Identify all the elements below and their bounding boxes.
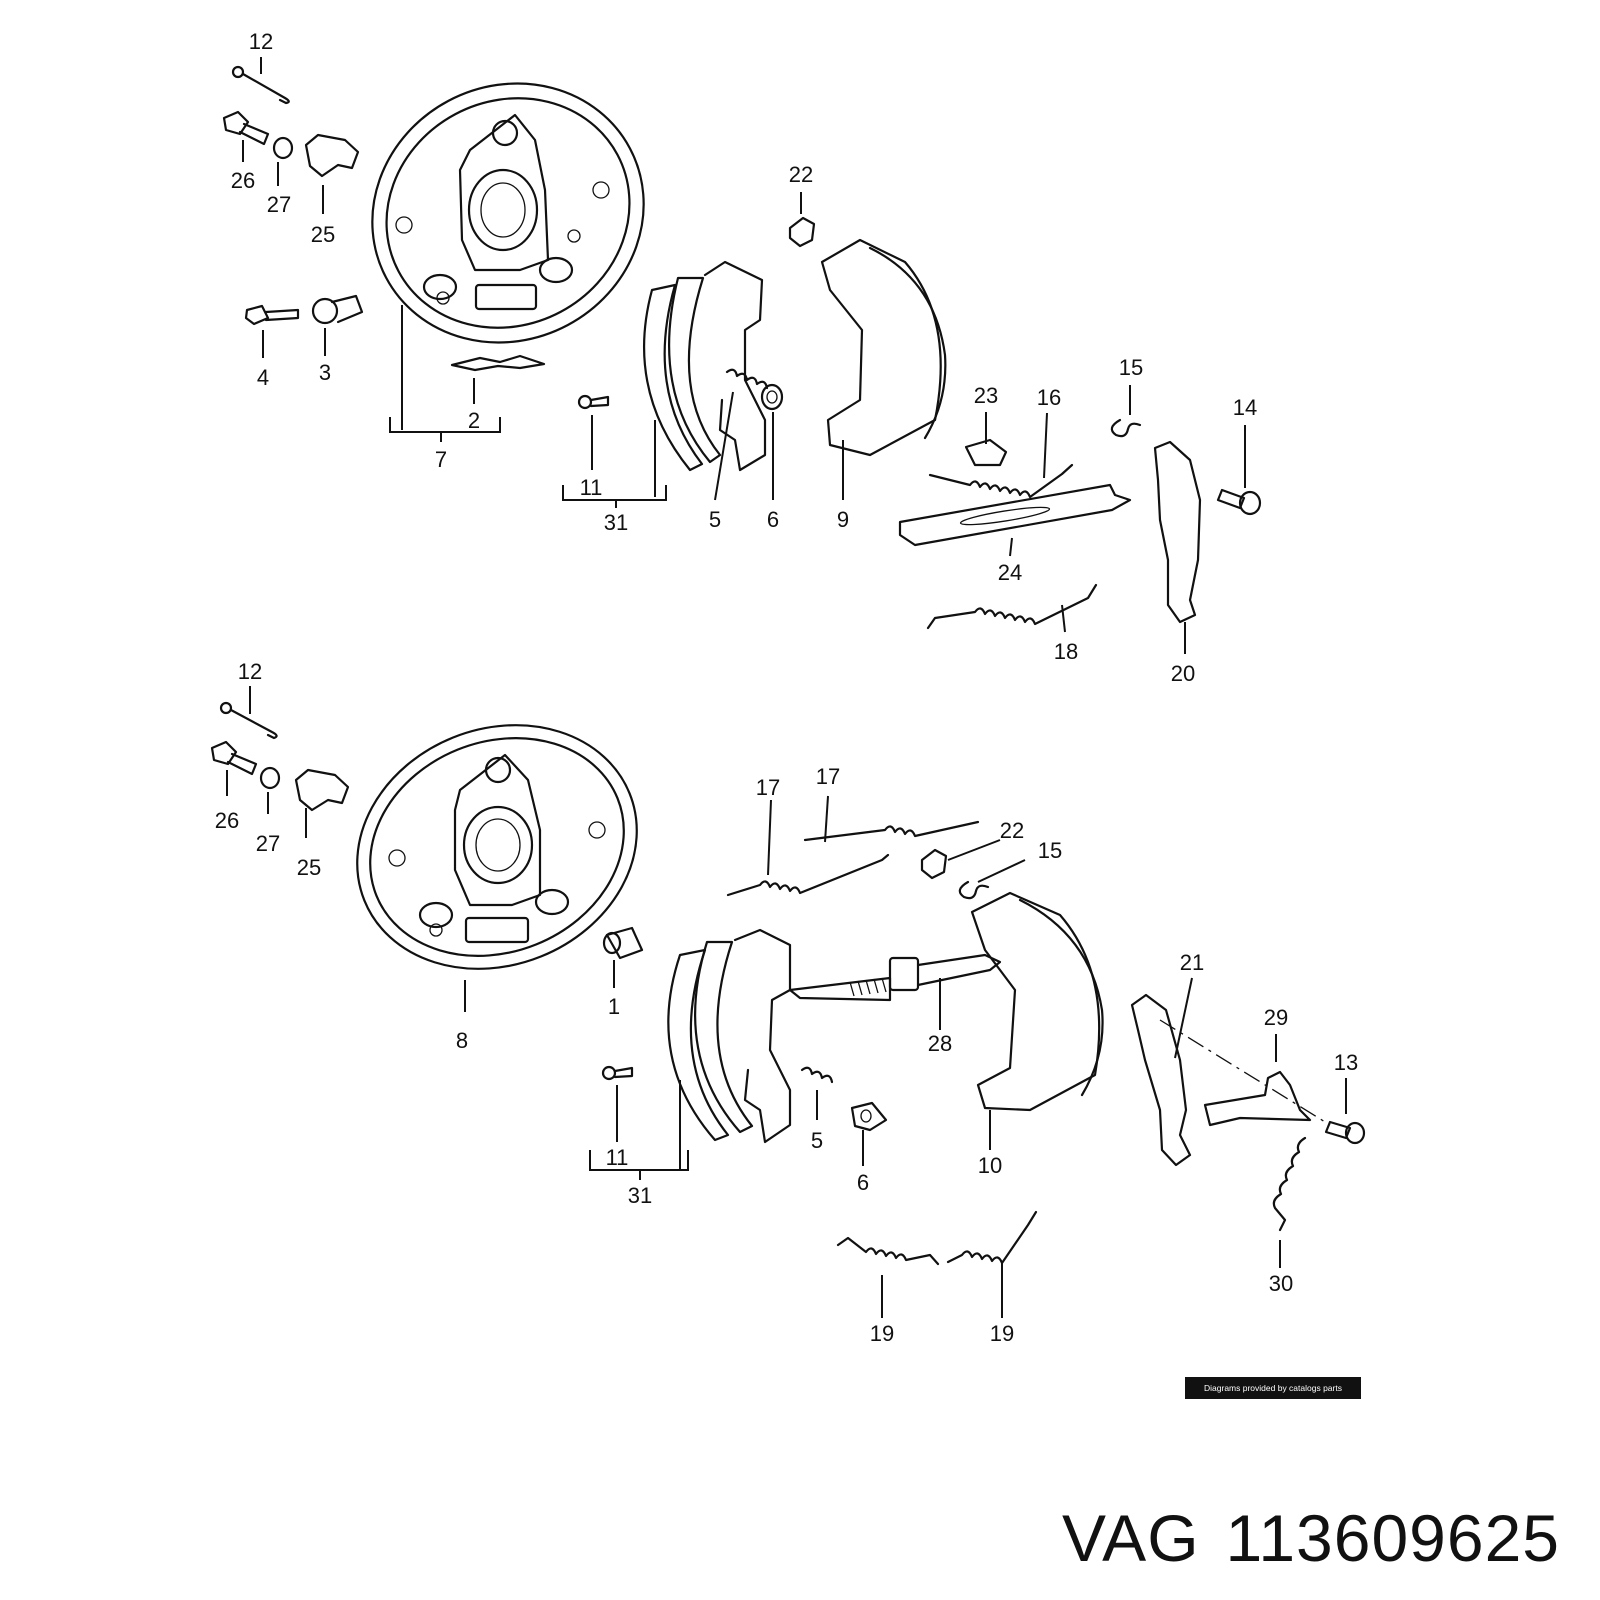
spring-17b-lower xyxy=(803,820,980,842)
cylinder-1-lower xyxy=(602,926,644,960)
callout-27-upper: 27 xyxy=(267,192,291,217)
upper-leader-lines xyxy=(242,57,1246,654)
spring-5-lower xyxy=(800,1066,834,1084)
bolt-14-upper xyxy=(1216,488,1262,516)
callout-22-upper: 22 xyxy=(789,162,813,187)
spring-18-upper xyxy=(926,583,1098,630)
part-number: 113609625 xyxy=(1225,1501,1560,1575)
callout-5-lower: 5 xyxy=(811,1128,823,1153)
spring-19a-lower xyxy=(836,1236,940,1266)
adjuster-28-lower xyxy=(788,953,1002,1002)
callout-12-upper: 12 xyxy=(249,29,273,54)
callout-21-lower: 21 xyxy=(1180,950,1204,975)
callout-9-upper: 9 xyxy=(837,507,849,532)
callout-8-lower: 8 xyxy=(456,1028,468,1053)
callout-19b-lower: 19 xyxy=(990,1321,1014,1346)
callout-31-upper: 31 xyxy=(604,510,628,535)
clip-15-lower xyxy=(958,880,990,900)
callout-18-upper: 18 xyxy=(1054,639,1078,664)
spring-30-lower xyxy=(1272,1136,1307,1232)
callout-30-lower: 30 xyxy=(1269,1271,1293,1296)
callout-14-upper: 14 xyxy=(1233,395,1257,420)
callout-5-upper: 5 xyxy=(709,507,721,532)
spring-17a-lower xyxy=(726,853,890,897)
callout-24-upper: 24 xyxy=(998,560,1022,585)
lower-callouts: 12 26 27 25 8 1 17 17 22 15 11 31 5 6 28… xyxy=(215,659,1358,1346)
callout-29-lower: 29 xyxy=(1264,1005,1288,1030)
part-caption: VAG 113609625 xyxy=(1062,1500,1560,1576)
clip-22-lower xyxy=(920,848,948,880)
callout-17a-lower: 17 xyxy=(756,775,780,800)
callout-23-upper: 23 xyxy=(974,383,998,408)
callout-26-upper: 26 xyxy=(231,168,255,193)
strut-24-upper xyxy=(898,483,1132,547)
callout-22-lower: 22 xyxy=(1000,818,1024,843)
clip-22-upper xyxy=(788,216,816,248)
pin-11-upper xyxy=(577,394,610,410)
lower-assembly: 12 26 27 25 8 1 17 17 22 15 11 31 5 6 28… xyxy=(210,659,1366,1346)
lever-20-upper xyxy=(1153,440,1202,624)
upper-callouts: 12 26 27 25 4 3 2 7 22 11 31 5 6 9 23 16… xyxy=(231,29,1257,686)
callout-11-upper: 11 xyxy=(580,475,603,500)
plate-2-upper xyxy=(450,354,546,372)
bolt-26-upper xyxy=(222,110,270,146)
callout-19a-lower: 19 xyxy=(870,1321,894,1346)
spring-19b-lower xyxy=(946,1210,1038,1265)
bracket-25-lower xyxy=(294,768,350,812)
bolt-13-lower xyxy=(1324,1120,1366,1145)
callout-16-upper: 16 xyxy=(1037,385,1061,410)
lower-leader-lines xyxy=(226,686,1347,1318)
callout-15-upper: 15 xyxy=(1119,355,1143,380)
spring-16-upper xyxy=(928,463,1074,499)
upper-assembly: 12 26 27 25 4 3 2 7 22 11 31 5 6 9 23 16… xyxy=(222,29,1262,686)
cotter-pin-lower xyxy=(219,701,278,740)
washer-27-lower xyxy=(259,766,281,790)
shoe-31-lower xyxy=(667,928,792,1144)
diagram-credit-banner: Diagrams provided by catalogs parts xyxy=(1185,1377,1361,1399)
callout-25-upper: 25 xyxy=(311,222,335,247)
cap-6-upper xyxy=(760,383,784,411)
callout-31-lower: 31 xyxy=(628,1183,652,1208)
spring-5-upper xyxy=(725,368,769,390)
bracket-25-upper xyxy=(304,133,360,178)
callout-10-lower: 10 xyxy=(978,1153,1002,1178)
callout-26-lower: 26 xyxy=(215,808,239,833)
callout-12-lower: 12 xyxy=(238,659,262,684)
callout-4-upper: 4 xyxy=(257,365,269,390)
brand-name: VAG xyxy=(1062,1501,1200,1575)
cap-6-lower xyxy=(850,1101,888,1132)
backing-plate-upper xyxy=(371,82,645,344)
washer-27-upper xyxy=(272,136,294,160)
callout-2-upper: 2 xyxy=(468,408,480,433)
lever-21-lower xyxy=(1130,993,1192,1167)
callout-25-lower: 25 xyxy=(297,855,321,880)
shoe-31-upper xyxy=(643,260,767,472)
callout-6-upper: 6 xyxy=(767,507,779,532)
adjuster-3-upper xyxy=(311,294,364,325)
dashed-axis-lower xyxy=(1159,1019,1331,1126)
callout-28-lower: 28 xyxy=(928,1031,952,1056)
shoe-9-upper xyxy=(820,238,947,457)
callout-6-lower: 6 xyxy=(857,1170,869,1195)
shoe-10-lower xyxy=(970,891,1104,1112)
bleeder-4-upper xyxy=(244,304,300,326)
callout-7-upper: 7 xyxy=(435,447,447,472)
backing-plate-lower xyxy=(356,724,638,970)
callout-27-lower: 27 xyxy=(256,831,280,856)
callout-15-lower: 15 xyxy=(1038,838,1062,863)
bolt-26-lower xyxy=(210,740,258,776)
bracket-29-lower xyxy=(1203,1070,1312,1127)
pin-11-lower xyxy=(601,1065,634,1081)
cotter-pin-upper xyxy=(231,65,290,105)
callout-1-lower: 1 xyxy=(608,994,620,1019)
callout-3-upper: 3 xyxy=(319,360,331,385)
callout-11-lower: 11 xyxy=(606,1145,629,1170)
callout-13-lower: 13 xyxy=(1334,1050,1358,1075)
clip-15-upper xyxy=(1110,418,1142,438)
callout-17b-lower: 17 xyxy=(816,764,840,789)
callout-20-upper: 20 xyxy=(1171,661,1195,686)
